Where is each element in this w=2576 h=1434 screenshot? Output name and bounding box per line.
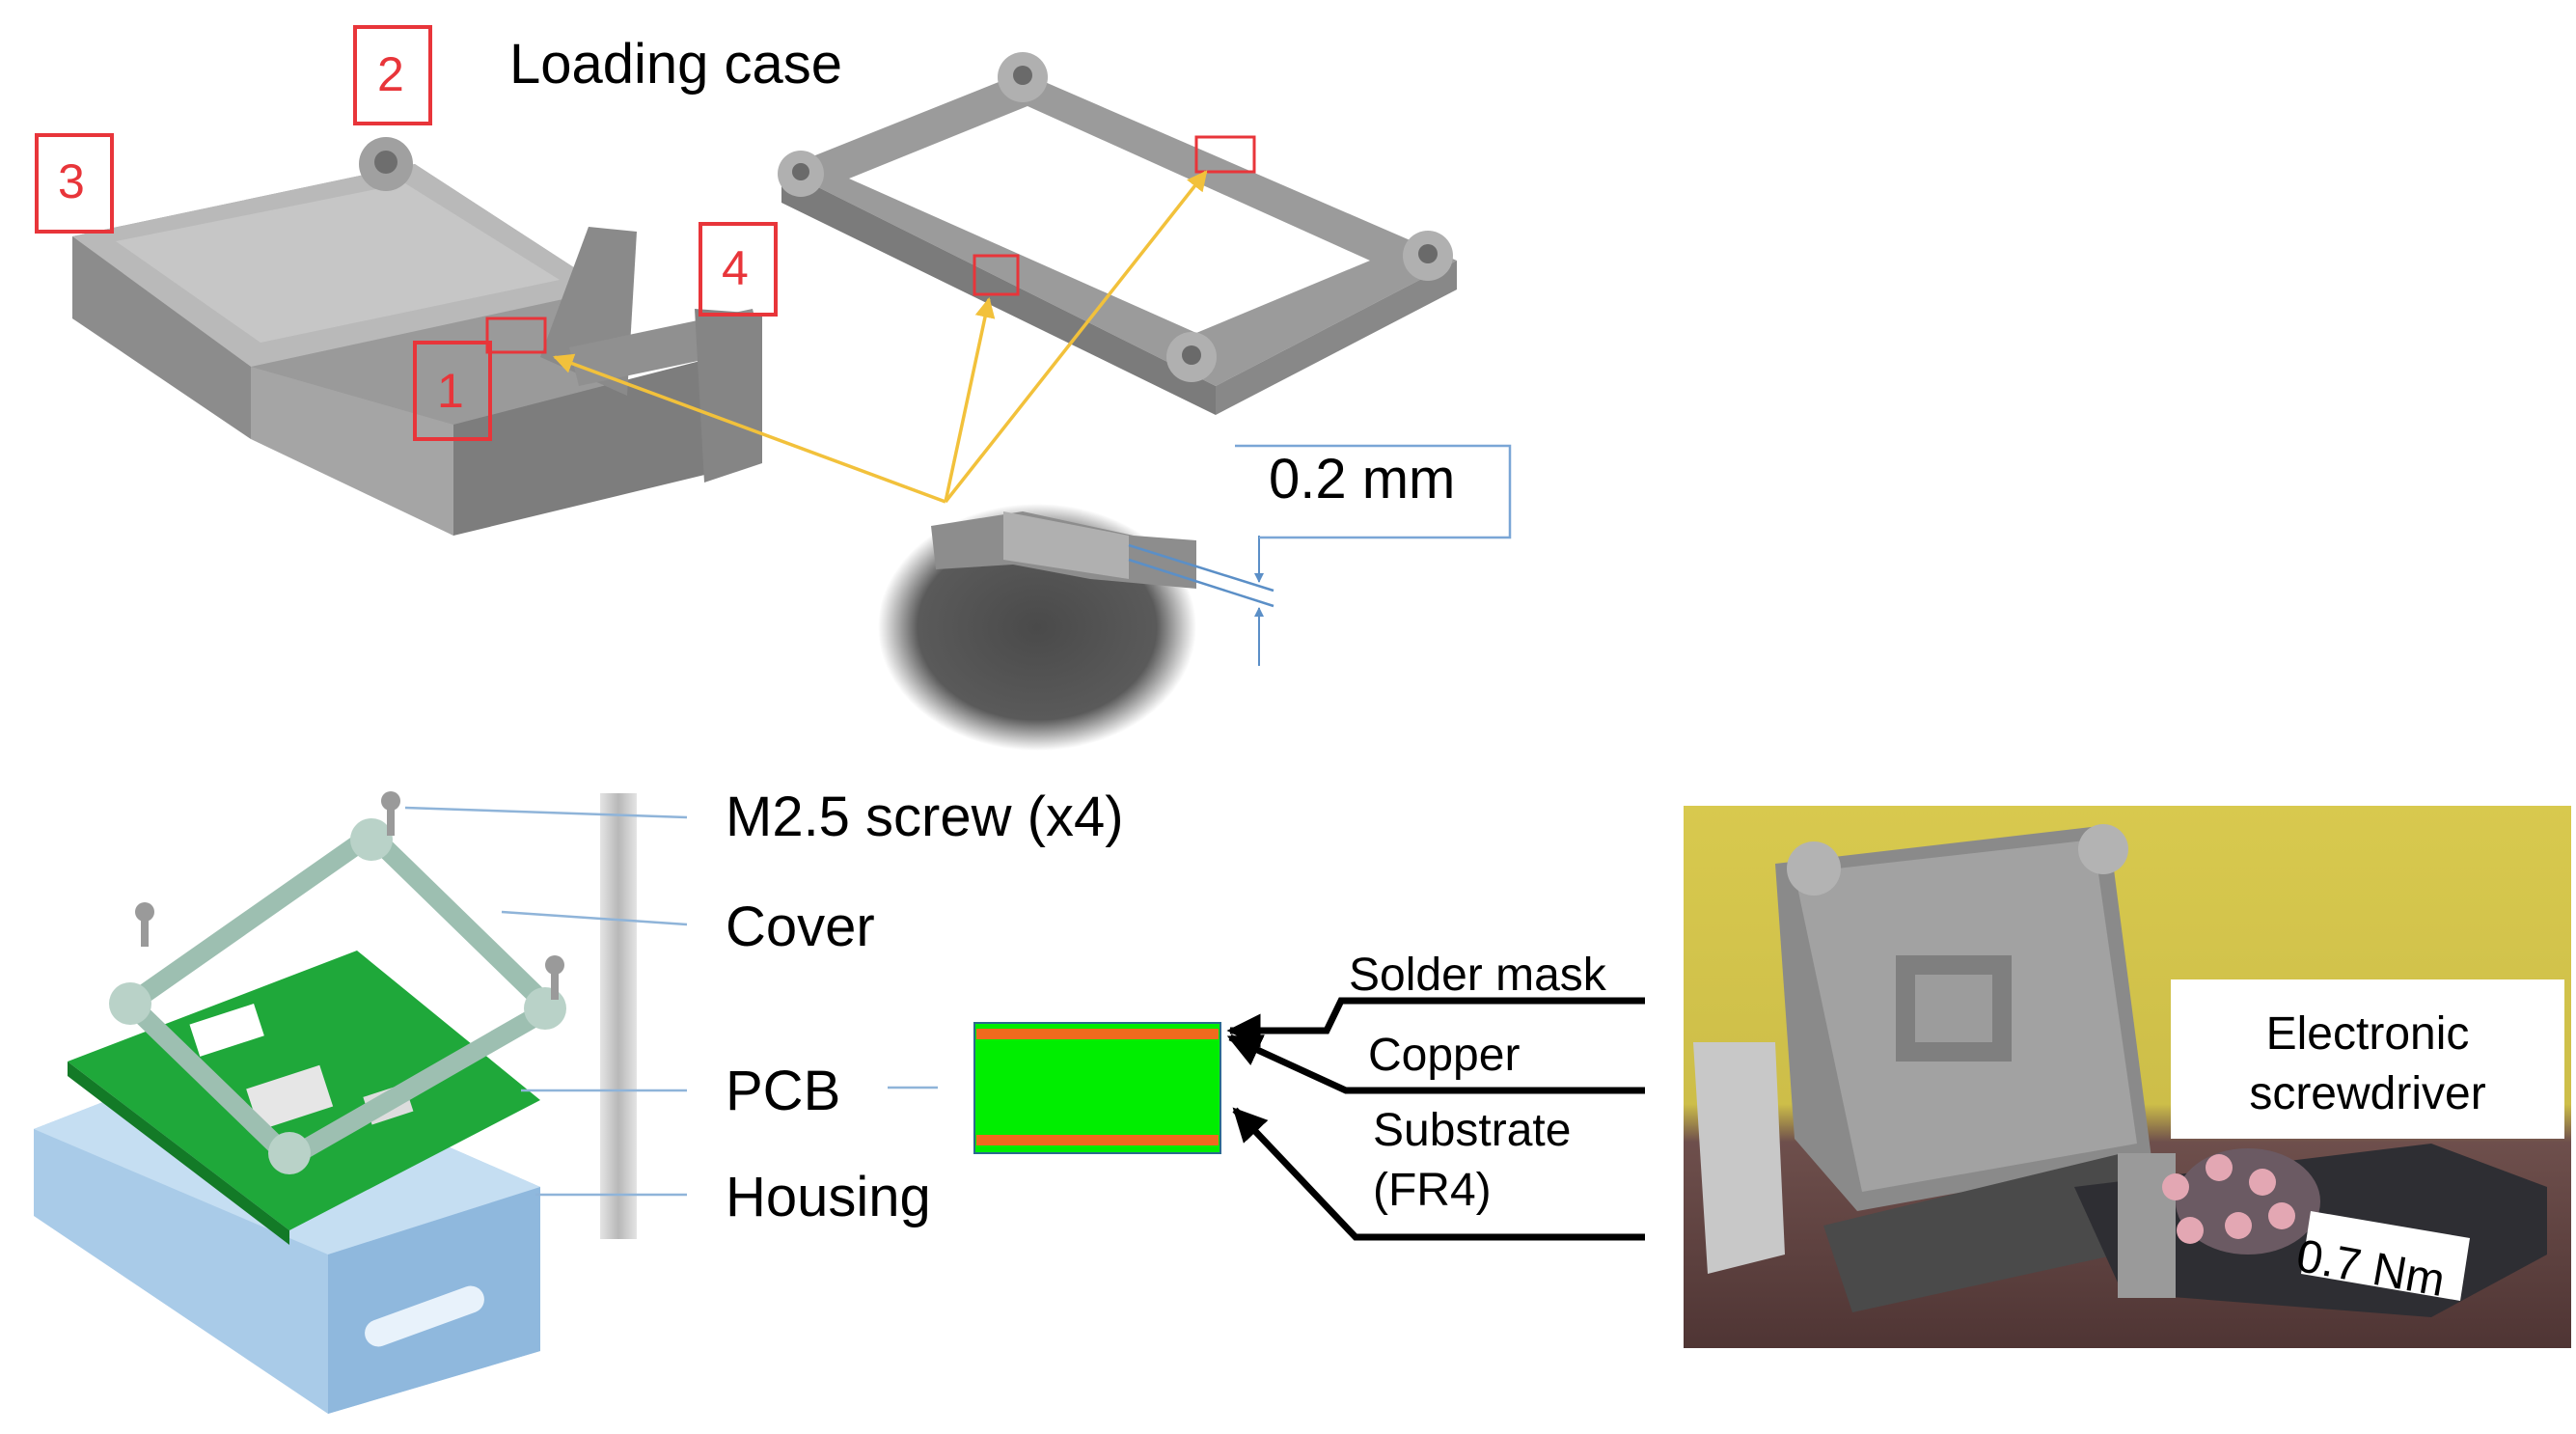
housing-model: [72, 137, 762, 536]
tool-label-panel: [2171, 979, 2564, 1139]
dimension-bracket: [1235, 444, 1512, 539]
label-housing: Housing: [726, 1166, 931, 1228]
divider-bar: [600, 793, 637, 1239]
yellow-arrows: [553, 170, 1208, 504]
loading-case-title: Loading case: [509, 33, 843, 96]
marker-box-3: [35, 133, 114, 234]
pcb-layer-stack: [973, 1022, 1221, 1154]
torque-tag: [2301, 1211, 2470, 1301]
dimension-label: 0.2 mm: [1269, 448, 1456, 510]
label-substrate: Substrate: [1373, 1105, 1572, 1156]
label-solder-mask: Solder mask: [1349, 950, 1606, 1001]
label-screw: M2.5 screw (x4): [726, 786, 1124, 848]
marker-box-4: [699, 222, 778, 317]
assembly-leaders: [404, 806, 938, 1197]
detail-zoom: [878, 504, 1274, 751]
tool-label-line2: screwdriver: [2249, 1068, 2486, 1119]
label-fr4: (FR4): [1373, 1165, 1492, 1216]
marker-3: 3: [58, 154, 85, 208]
marker-4: 4: [722, 241, 749, 295]
label-cover: Cover: [726, 896, 875, 958]
label-pcb: PCB: [726, 1060, 841, 1122]
marker-box-1: [413, 341, 492, 441]
label-copper: Copper: [1368, 1030, 1521, 1081]
layer-leaders: [1226, 997, 1645, 1241]
marker-1: 1: [437, 364, 464, 418]
marker-box-2: [353, 25, 432, 125]
cover-frame-model: [778, 52, 1457, 415]
exploded-assembly: [34, 791, 566, 1414]
marker-2: 2: [377, 47, 404, 101]
tool-label-line1: Electronic: [2265, 1008, 2470, 1060]
